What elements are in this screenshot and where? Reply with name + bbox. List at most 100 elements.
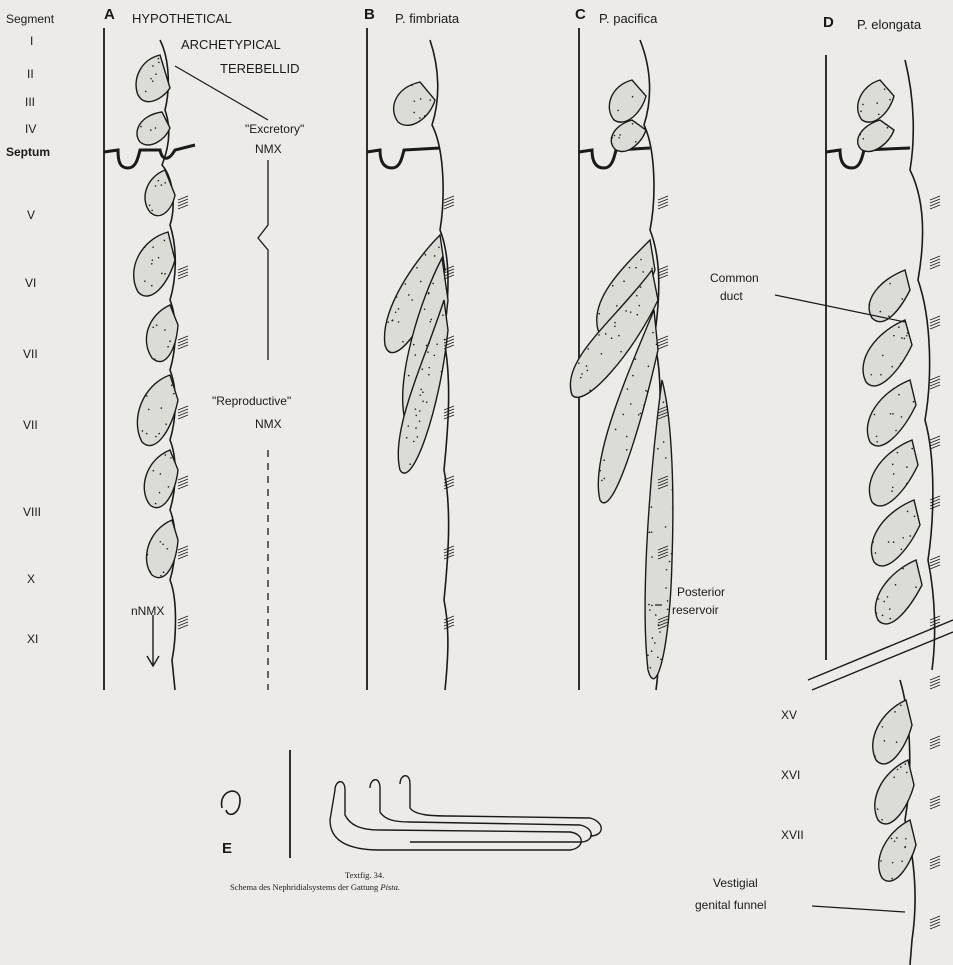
stipple-dot — [652, 332, 654, 334]
stipple-dot — [669, 561, 671, 563]
panel-a-nephridia — [134, 55, 178, 578]
stipple-dot — [893, 473, 895, 475]
stipple-dot — [161, 273, 163, 275]
stipple-dot — [407, 425, 409, 427]
stipple-dot — [890, 413, 892, 415]
stipple-dot — [170, 457, 172, 459]
excretory-bracket — [258, 160, 268, 360]
stipple-dot — [438, 247, 440, 249]
stipple-dot — [605, 333, 607, 335]
stipple-dot — [880, 311, 882, 313]
stipple-dot — [640, 413, 642, 415]
panel-c-title: P. pacifica — [599, 12, 657, 26]
panel-c-body — [570, 28, 673, 690]
stipple-dot — [616, 305, 618, 307]
stipple-dot — [909, 535, 911, 537]
stipple-dot — [416, 267, 418, 269]
stipple-dot — [626, 449, 628, 451]
stipple-dot — [892, 487, 894, 489]
stipple-dot — [398, 321, 400, 323]
stipple-dot — [598, 334, 600, 336]
stipple-dot — [424, 115, 426, 117]
stipple-dot — [862, 104, 864, 106]
stipple-dot — [420, 389, 422, 391]
stipple-dot — [413, 441, 415, 443]
stipple-dot — [860, 110, 862, 112]
stipple-dot — [906, 483, 908, 485]
posterior-reservoir-label-line: reservoir — [672, 603, 719, 617]
stipple-dot — [642, 271, 644, 273]
stipple-dot — [878, 598, 880, 600]
stipple-dot — [891, 838, 893, 840]
stipple-dot — [409, 463, 411, 465]
stipple-dot — [895, 584, 897, 586]
stipple-dot — [657, 656, 659, 658]
stipple-dot — [148, 409, 150, 411]
stipple-dot — [651, 506, 653, 508]
stipple-dot — [905, 838, 907, 840]
inset-caption-prefix: Schema des Nephridialsystems der Gattung — [230, 882, 378, 892]
stipple-dot — [904, 338, 906, 340]
stipple-dot — [172, 252, 174, 254]
stipple-dot — [632, 375, 634, 377]
stipple-dot — [594, 388, 596, 390]
stipple-dot — [655, 614, 657, 616]
stipple-dot — [638, 414, 640, 416]
stipple-dot — [598, 313, 600, 315]
stipple-dot — [889, 618, 891, 620]
stipple-dot — [897, 769, 899, 771]
segment-label: I — [30, 34, 33, 48]
stipple-dot — [666, 569, 668, 571]
stipple-dot — [430, 319, 432, 321]
stipple-dot — [158, 180, 160, 182]
stipple-dot — [875, 552, 877, 554]
stipple-dot — [905, 763, 907, 765]
stipple-dot — [645, 390, 647, 392]
stipple-dot — [429, 99, 431, 101]
stipple-dot — [147, 554, 149, 556]
stipple-dot — [422, 391, 424, 393]
reproductive-label-line: NMX — [255, 417, 282, 431]
stipple-dot — [667, 608, 669, 610]
stipple-dot — [877, 808, 879, 810]
stipple-dot — [146, 395, 148, 397]
stipple-dot — [876, 102, 878, 104]
stipple-dot — [635, 358, 637, 360]
stipple-dot — [647, 654, 649, 656]
segment-label: III — [25, 95, 35, 109]
stipple-dot — [405, 283, 407, 285]
stipple-dot — [902, 537, 904, 539]
stipple-dot — [154, 358, 156, 360]
segment-label: X — [27, 572, 35, 586]
stipple-dot — [876, 441, 878, 443]
stipple-dot — [413, 344, 415, 346]
stipple-dot — [887, 596, 889, 598]
stipple-dot — [164, 182, 166, 184]
stipple-dot — [880, 860, 882, 862]
stipple-dot — [441, 371, 443, 373]
panel-d-letter: D — [823, 16, 834, 30]
stipple-dot — [623, 280, 625, 282]
inset-e-drawing — [222, 750, 602, 858]
excretory-label-line: NMX — [255, 142, 282, 156]
stipple-dot — [422, 368, 424, 370]
panel-d-title: P. elongata — [857, 18, 921, 32]
stipple-dot — [901, 416, 903, 418]
stipple-dot — [580, 377, 582, 379]
stipple-dot — [901, 860, 903, 862]
stipple-dot — [603, 459, 605, 461]
stipple-dot — [428, 367, 430, 369]
stipple-dot — [155, 436, 157, 438]
panel-c-letter: C — [575, 8, 586, 22]
stipple-dot — [667, 600, 669, 602]
stipple-dot — [619, 121, 621, 123]
stipple-dot — [884, 88, 886, 90]
stipple-dot — [627, 388, 629, 390]
stipple-dot — [149, 204, 151, 206]
stipple-dot — [657, 448, 659, 450]
stipple-dot — [635, 141, 637, 143]
segment-label: VIII — [23, 505, 41, 519]
stipple-dot — [640, 286, 642, 288]
stipple-dot — [882, 615, 884, 617]
stipple-dot — [426, 345, 428, 347]
